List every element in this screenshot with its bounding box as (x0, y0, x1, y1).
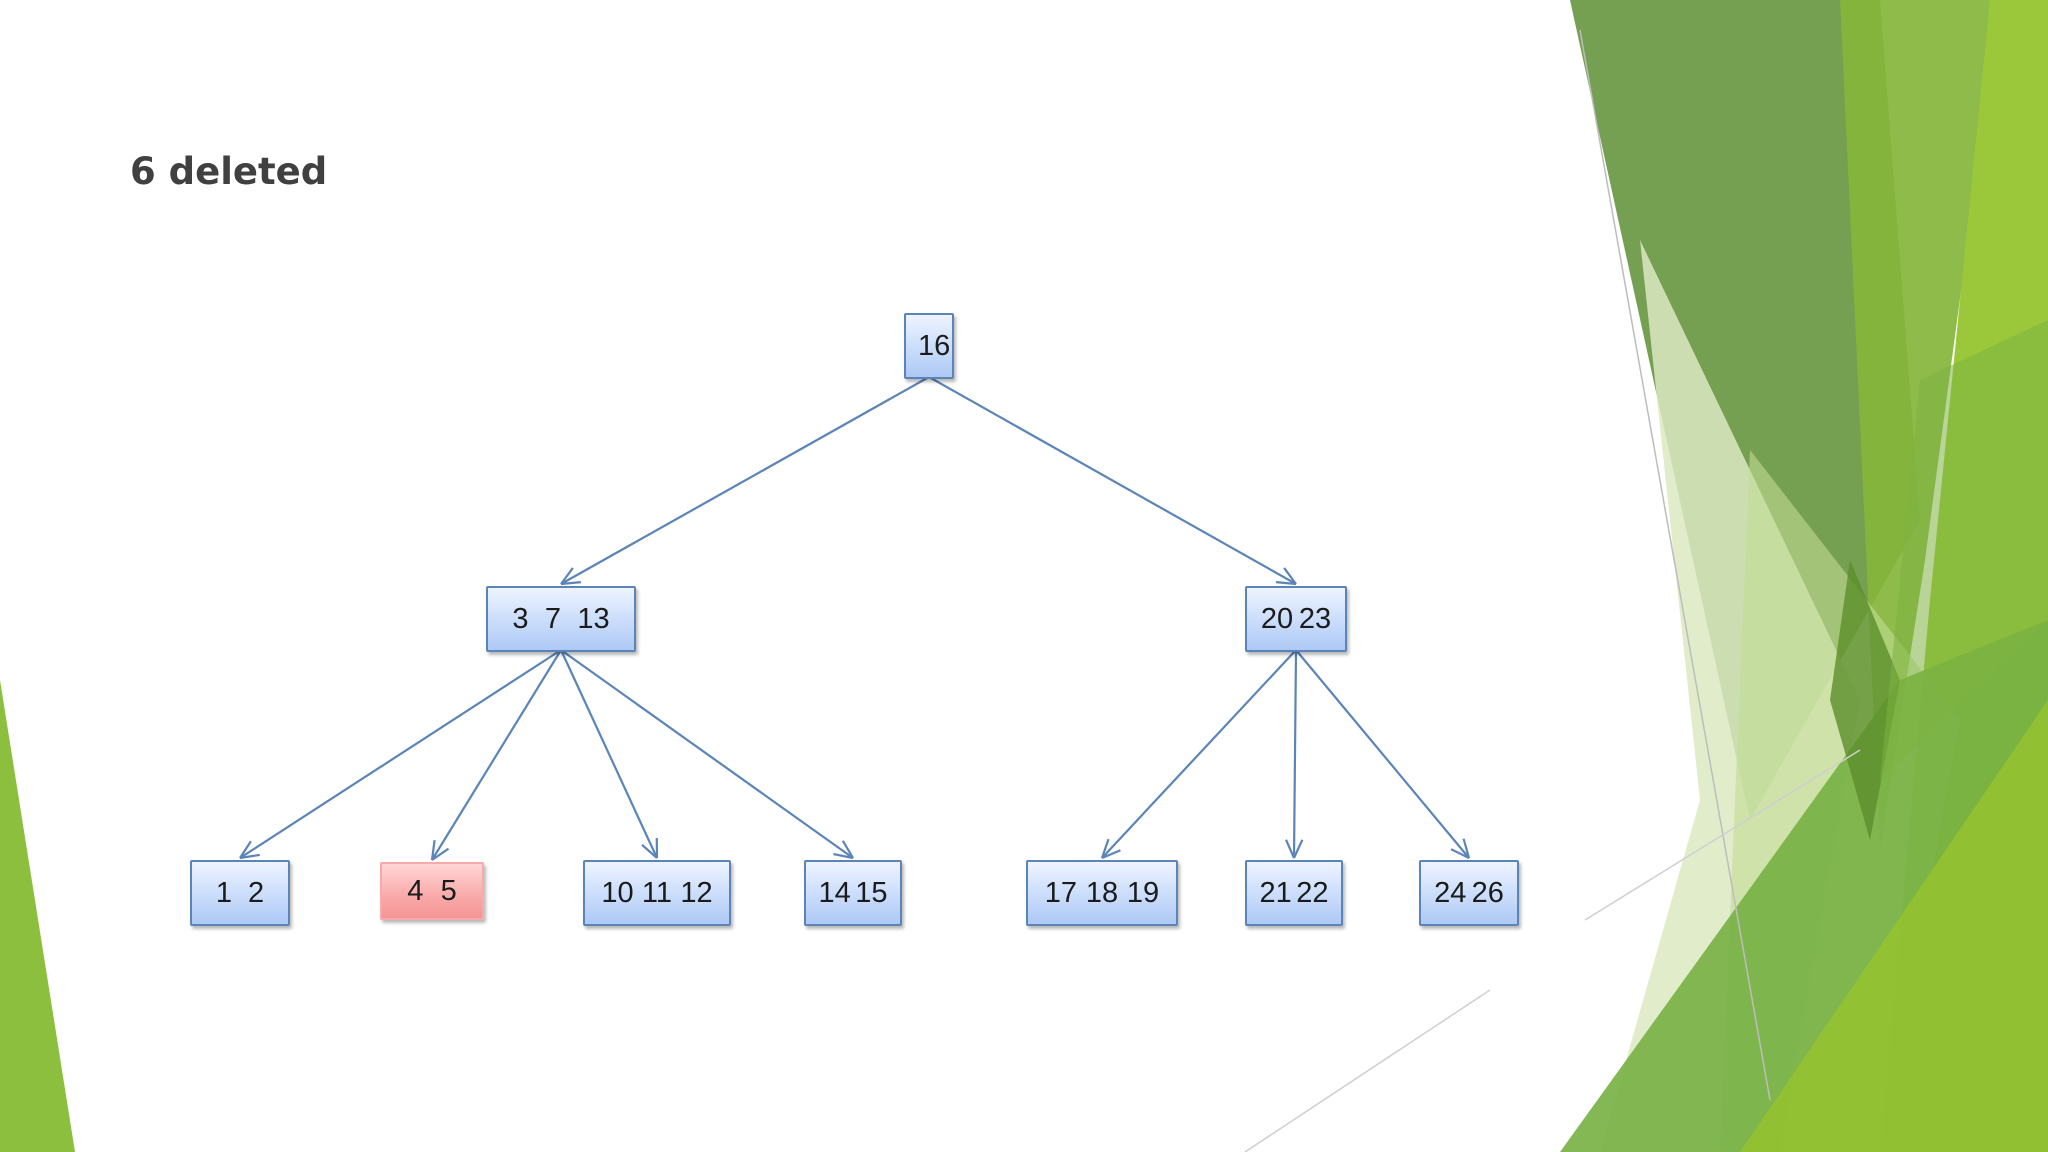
node-key: 1 (214, 877, 234, 910)
edge-n-3-7-13-to-leaf-10-11-12 (561, 650, 657, 858)
node-key: 11 (640, 877, 674, 910)
node-key: 18 (1084, 877, 1120, 910)
node-key: 17 (1043, 877, 1079, 910)
node-key: 10 (599, 877, 635, 910)
edge-root-to-n-3-7-13 (561, 377, 929, 584)
node-key: 26 (1470, 877, 1506, 910)
edge-n-3-7-13-to-leaf-4-5 (432, 650, 561, 860)
tree-node-16: 16 (904, 313, 954, 379)
node-key: 20 (1259, 603, 1295, 636)
edge-n-20-23-to-leaf-17-18-19 (1102, 650, 1296, 858)
node-key: 13 (575, 603, 611, 636)
node-key: 12 (678, 877, 714, 910)
edge-n-3-7-13-to-leaf-14-15 (561, 650, 853, 858)
node-key: 5 (439, 875, 459, 908)
edge-n-20-23-to-leaf-24-26 (1296, 650, 1469, 858)
node-key: 23 (1297, 603, 1333, 636)
edge-root-to-n-20-23 (929, 377, 1296, 584)
node-key: 21 (1257, 877, 1293, 910)
node-key: 14 (816, 877, 852, 910)
edge-n-20-23-to-leaf-21-22 (1286, 650, 1302, 858)
node-key: 7 (543, 603, 563, 636)
node-key: 19 (1125, 877, 1161, 910)
node-key: 15 (853, 877, 889, 910)
node-key: 2 (246, 877, 266, 910)
node-key: 24 (1432, 877, 1468, 910)
node-key: 16 (916, 330, 952, 363)
node-key: 4 (405, 875, 425, 908)
node-key: 22 (1294, 877, 1330, 910)
node-key: 3 (510, 603, 530, 636)
edge-n-3-7-13-to-leaf-1-2 (240, 650, 561, 858)
